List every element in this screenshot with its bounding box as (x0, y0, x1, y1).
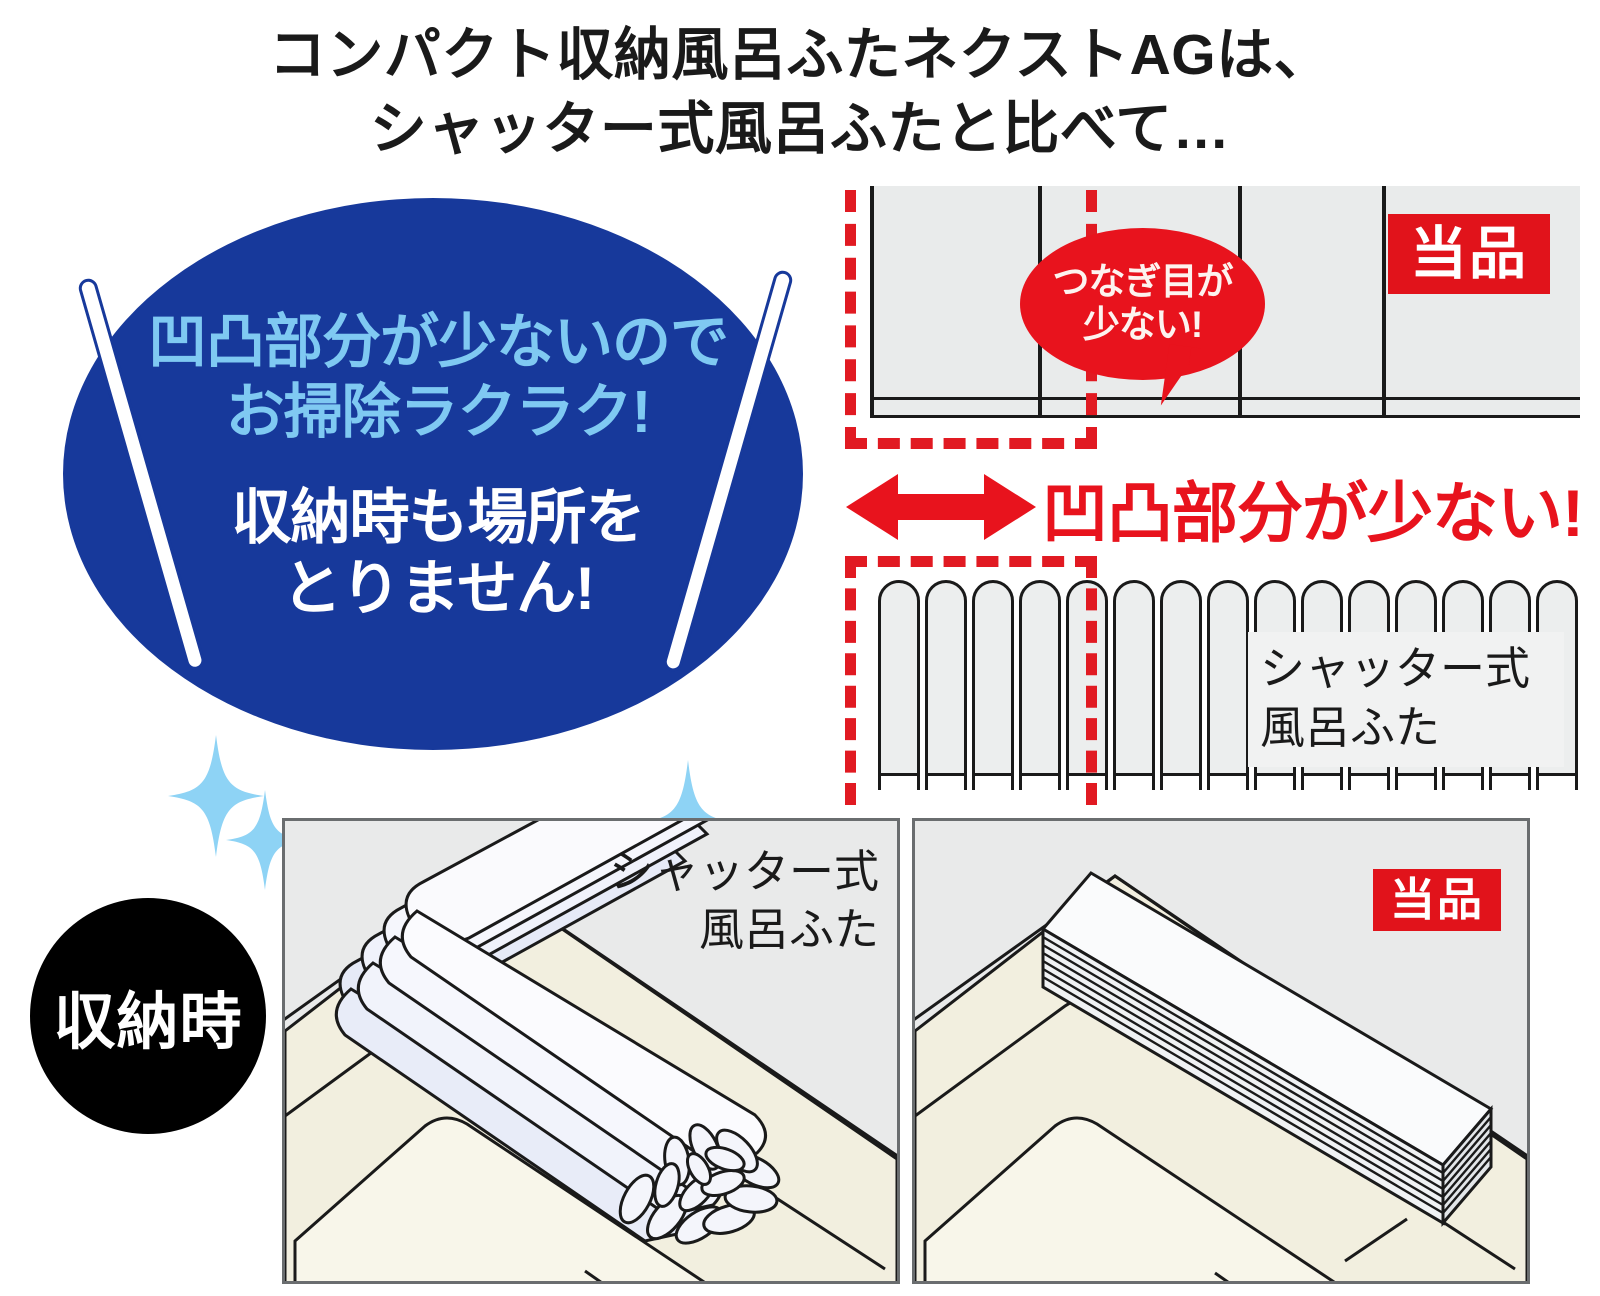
our-product-tag-bottom: 当品 (1373, 869, 1501, 931)
sparkle-star-icon (168, 735, 264, 857)
speech-bubble-line-2: 少ない! (1082, 304, 1203, 345)
storage-badge-label: 収納時 (53, 988, 243, 1057)
shutter-ridge (1207, 580, 1249, 776)
benefit-badge: 凹凸部分が少ないので お掃除ラクラク! 収納時も場所を とりません! (18, 190, 848, 890)
panel-baseline (870, 397, 1580, 400)
shutter-ridge (1160, 580, 1202, 776)
shutter-tick (1348, 746, 1390, 790)
speech-bubble-line-1: つなぎ目が (1052, 261, 1234, 303)
speech-bubble: つなぎ目が 少ない! (1020, 228, 1265, 410)
shutter-rolled-illustration (285, 821, 897, 1281)
benefit-cyan-line-1: 凹凸部分が少ないので (147, 309, 729, 375)
benefit-cyan-line-2: お掃除ラクラク! (225, 378, 652, 445)
dashed-width-marker-shutter (845, 556, 1097, 805)
our-product-tag-top: 当品 (1388, 214, 1550, 294)
double-arrow-icon (846, 474, 1036, 540)
shutter-ridge (878, 580, 920, 776)
illustration-panel-shutter: シャッター式 風呂ふた (282, 818, 900, 1284)
benefit-badge-text: 凹凸部分が少ないので お掃除ラクラク! 収納時も場所を とりません! (93, 308, 783, 625)
comparison-arrow-label: 凹凸部分が少ない! (1042, 476, 1584, 550)
shutter-tick (1160, 746, 1202, 790)
shutter-ridge (1113, 580, 1155, 776)
shutter-tick (1489, 746, 1531, 790)
storage-badge: 収納時 (30, 898, 266, 1134)
folded-stack-illustration (915, 871, 1527, 1281)
shutter-tick (1301, 746, 1343, 790)
shutter-tick (925, 746, 967, 790)
shutter-tick (1442, 746, 1484, 790)
shutter-label-mid: シャッター式 風呂ふた (1248, 632, 1564, 767)
illustration-panel-our-product: 当品 (912, 818, 1530, 1284)
panel-base-bottom (870, 415, 1580, 418)
shutter-ridge (1019, 580, 1061, 776)
shutter-tick (1066, 746, 1108, 790)
shutter-ridge (925, 580, 967, 776)
headline-line-2: シャッター式風呂ふたと比べて… (369, 97, 1231, 162)
headline-line-1: コンパクト収納風呂ふたネクストAGは、 (268, 23, 1332, 87)
benefit-white-line-2: とりません! (281, 555, 595, 623)
speech-bubble-text: つなぎ目が 少ない! (1020, 228, 1265, 380)
shutter-photo-label: シャッター式 風呂ふた (609, 843, 879, 958)
shutter-tick (878, 746, 920, 790)
sparkle-star-icon (226, 790, 304, 890)
shutter-tick (1019, 746, 1061, 790)
benefit-white-line-1: 収納時も場所を (231, 484, 646, 552)
shutter-label-mid-line-2: 風呂ふた (1260, 701, 1441, 753)
shutter-tick (1113, 746, 1155, 790)
shutter-photo-label-line-1: シャッター式 (608, 846, 879, 897)
shutter-label-mid-line-1: シャッター式 (1260, 643, 1531, 694)
shutter-photo-label-line-2: 風呂ふた (698, 903, 879, 955)
shutter-tick (1536, 746, 1578, 790)
comparison-arrow-row: 凹凸部分が少ない! (846, 462, 1586, 550)
panel-seam (1382, 186, 1386, 418)
page-headline: コンパクト収納風呂ふたネクストAGは、 シャッター式風呂ふたと比べて… (0, 18, 1600, 166)
panel-edge-left (870, 186, 874, 418)
shutter-tick (1395, 746, 1437, 790)
shutter-tick (1254, 746, 1296, 790)
shutter-tick (972, 746, 1014, 790)
speech-bubble-body (1020, 228, 1265, 380)
shutter-ridge (972, 580, 1014, 776)
shutter-tick (1207, 746, 1249, 790)
